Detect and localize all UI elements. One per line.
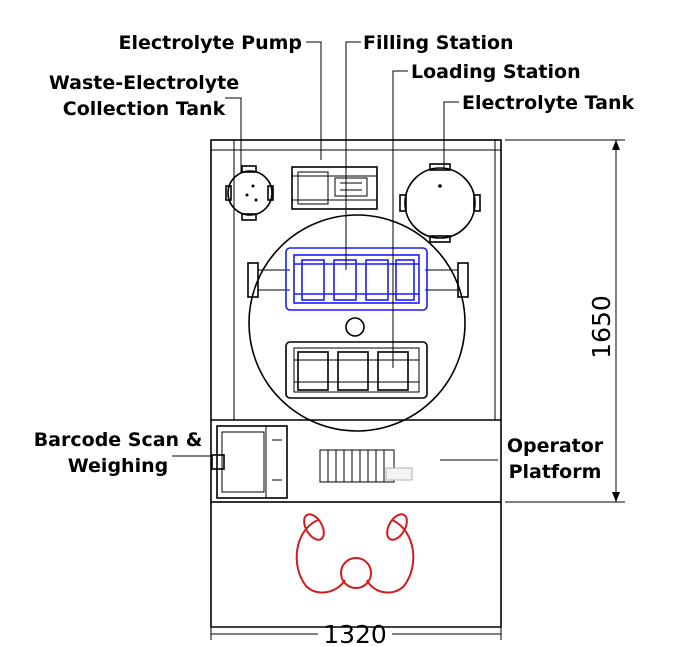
- operator-figure: [295, 513, 415, 594]
- barcode-weighing-unit: [211, 425, 288, 499]
- operator-area: [210, 502, 502, 628]
- machine-frame: [210, 139, 502, 503]
- label-barcode-line2: Weighing: [68, 455, 168, 477]
- leader-lines: [172, 41, 498, 461]
- label-barcode-line1: Barcode Scan &: [34, 429, 203, 451]
- label-operator-line2: Platform: [509, 461, 602, 483]
- label-loading-station: Loading Station: [411, 61, 581, 83]
- electrolyte-pump: [291, 166, 378, 210]
- label-electrolyte-pump: Electrolyte Pump: [119, 32, 302, 54]
- label-waste-tank-line2: Collection Tank: [63, 98, 226, 120]
- loading-station: [285, 341, 428, 399]
- height-dimension: [505, 139, 625, 503]
- right-bracket: [425, 262, 469, 298]
- width-dimension: [210, 627, 502, 640]
- label-waste-tank-line1: Waste-Electrolyte: [49, 72, 239, 94]
- electrolyte-tank: [399, 163, 481, 243]
- terminal-block: [319, 449, 413, 483]
- waste-electrolyte-tank: [225, 165, 274, 221]
- label-operator-line1: Operator: [507, 435, 604, 457]
- filling-slots: [301, 259, 415, 301]
- label-filling-station: Filling Station: [363, 32, 514, 54]
- filling-station: [285, 247, 428, 311]
- left-bracket: [247, 262, 290, 298]
- rotary-table: [248, 214, 466, 432]
- rotary-center-hub: [345, 317, 365, 337]
- dimension-height-value: 1650: [587, 295, 616, 359]
- label-electrolyte-tank: Electrolyte Tank: [462, 92, 634, 114]
- dimension-width-value: 1320: [323, 620, 387, 647]
